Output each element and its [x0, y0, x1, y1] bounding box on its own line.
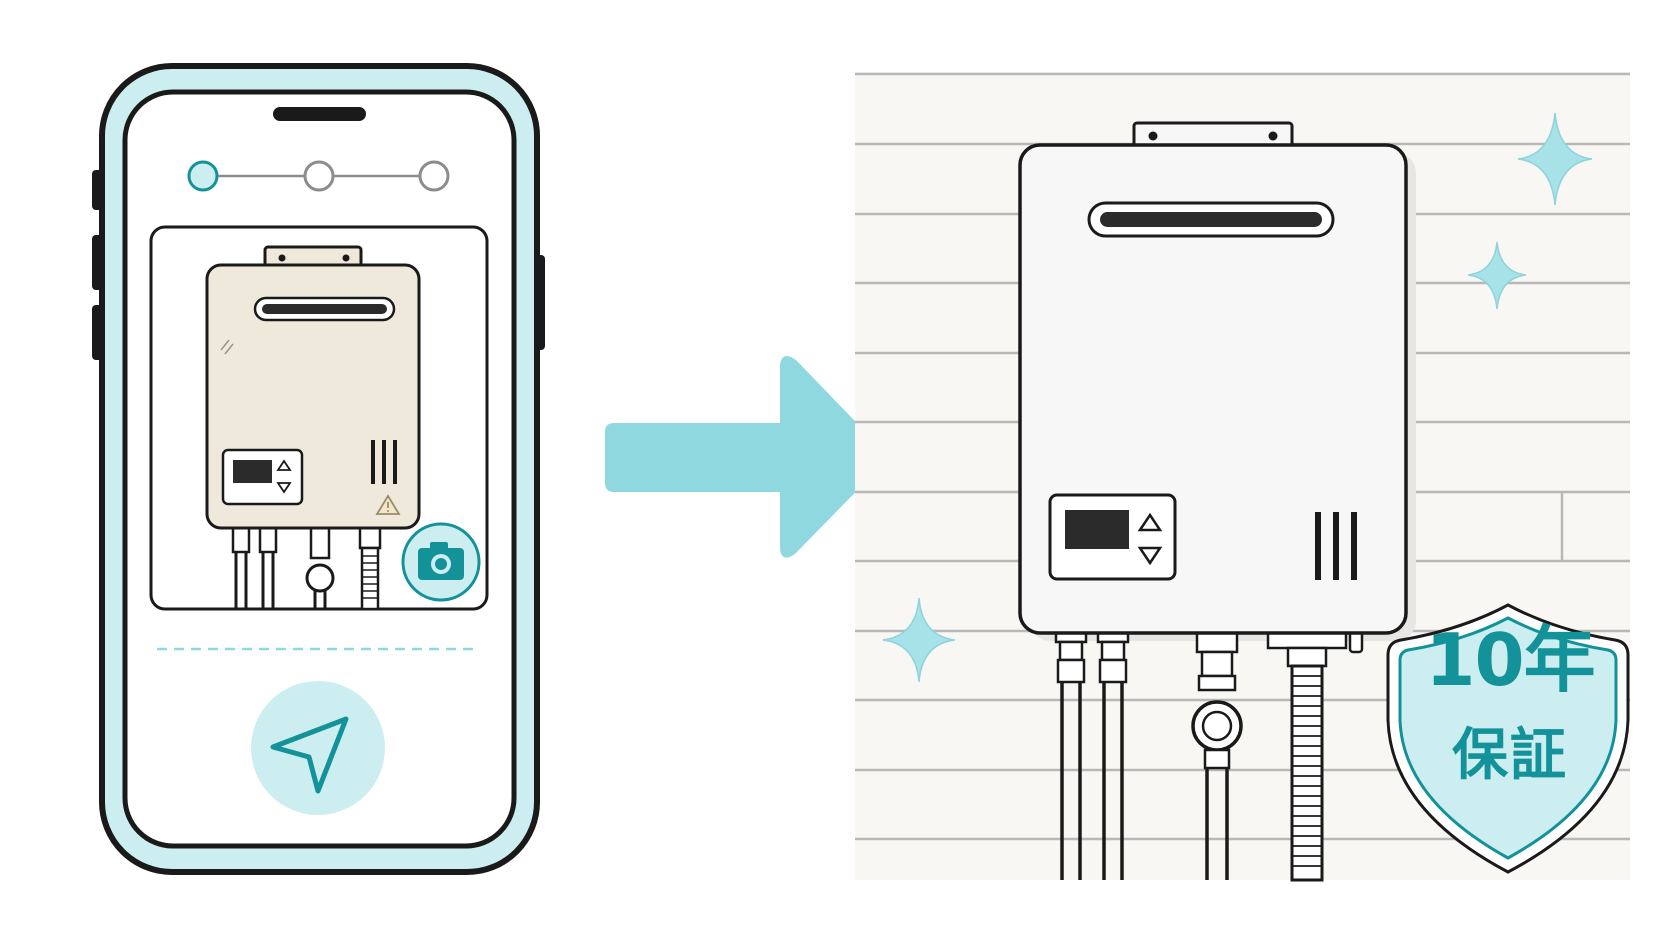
- camera-button[interactable]: [400, 521, 482, 603]
- phone-speaker: [273, 107, 366, 121]
- right-arrow-icon: [605, 356, 884, 558]
- progress-step-3: [418, 160, 450, 192]
- smartphone: [92, 63, 545, 875]
- progress-stepper: [187, 160, 450, 192]
- progress-step-2: [303, 160, 335, 192]
- shield-icon: [1386, 603, 1630, 874]
- warranty-years-text: 10年: [1425, 618, 1595, 702]
- send-button[interactable]: [251, 681, 385, 815]
- send-arrow-icon: [270, 716, 349, 794]
- old-water-heater-photo: [205, 245, 421, 611]
- sparkles: [882, 112, 1593, 683]
- new-water-heater: [1018, 121, 1416, 882]
- sparkle-icon: [1517, 112, 1593, 206]
- sparkle-icon: [882, 597, 956, 683]
- camera-icon: [418, 542, 464, 580]
- progress-step-1: [187, 160, 219, 192]
- warranty-label-text: 保証: [1452, 723, 1568, 788]
- sparkle-icon: [1467, 241, 1527, 310]
